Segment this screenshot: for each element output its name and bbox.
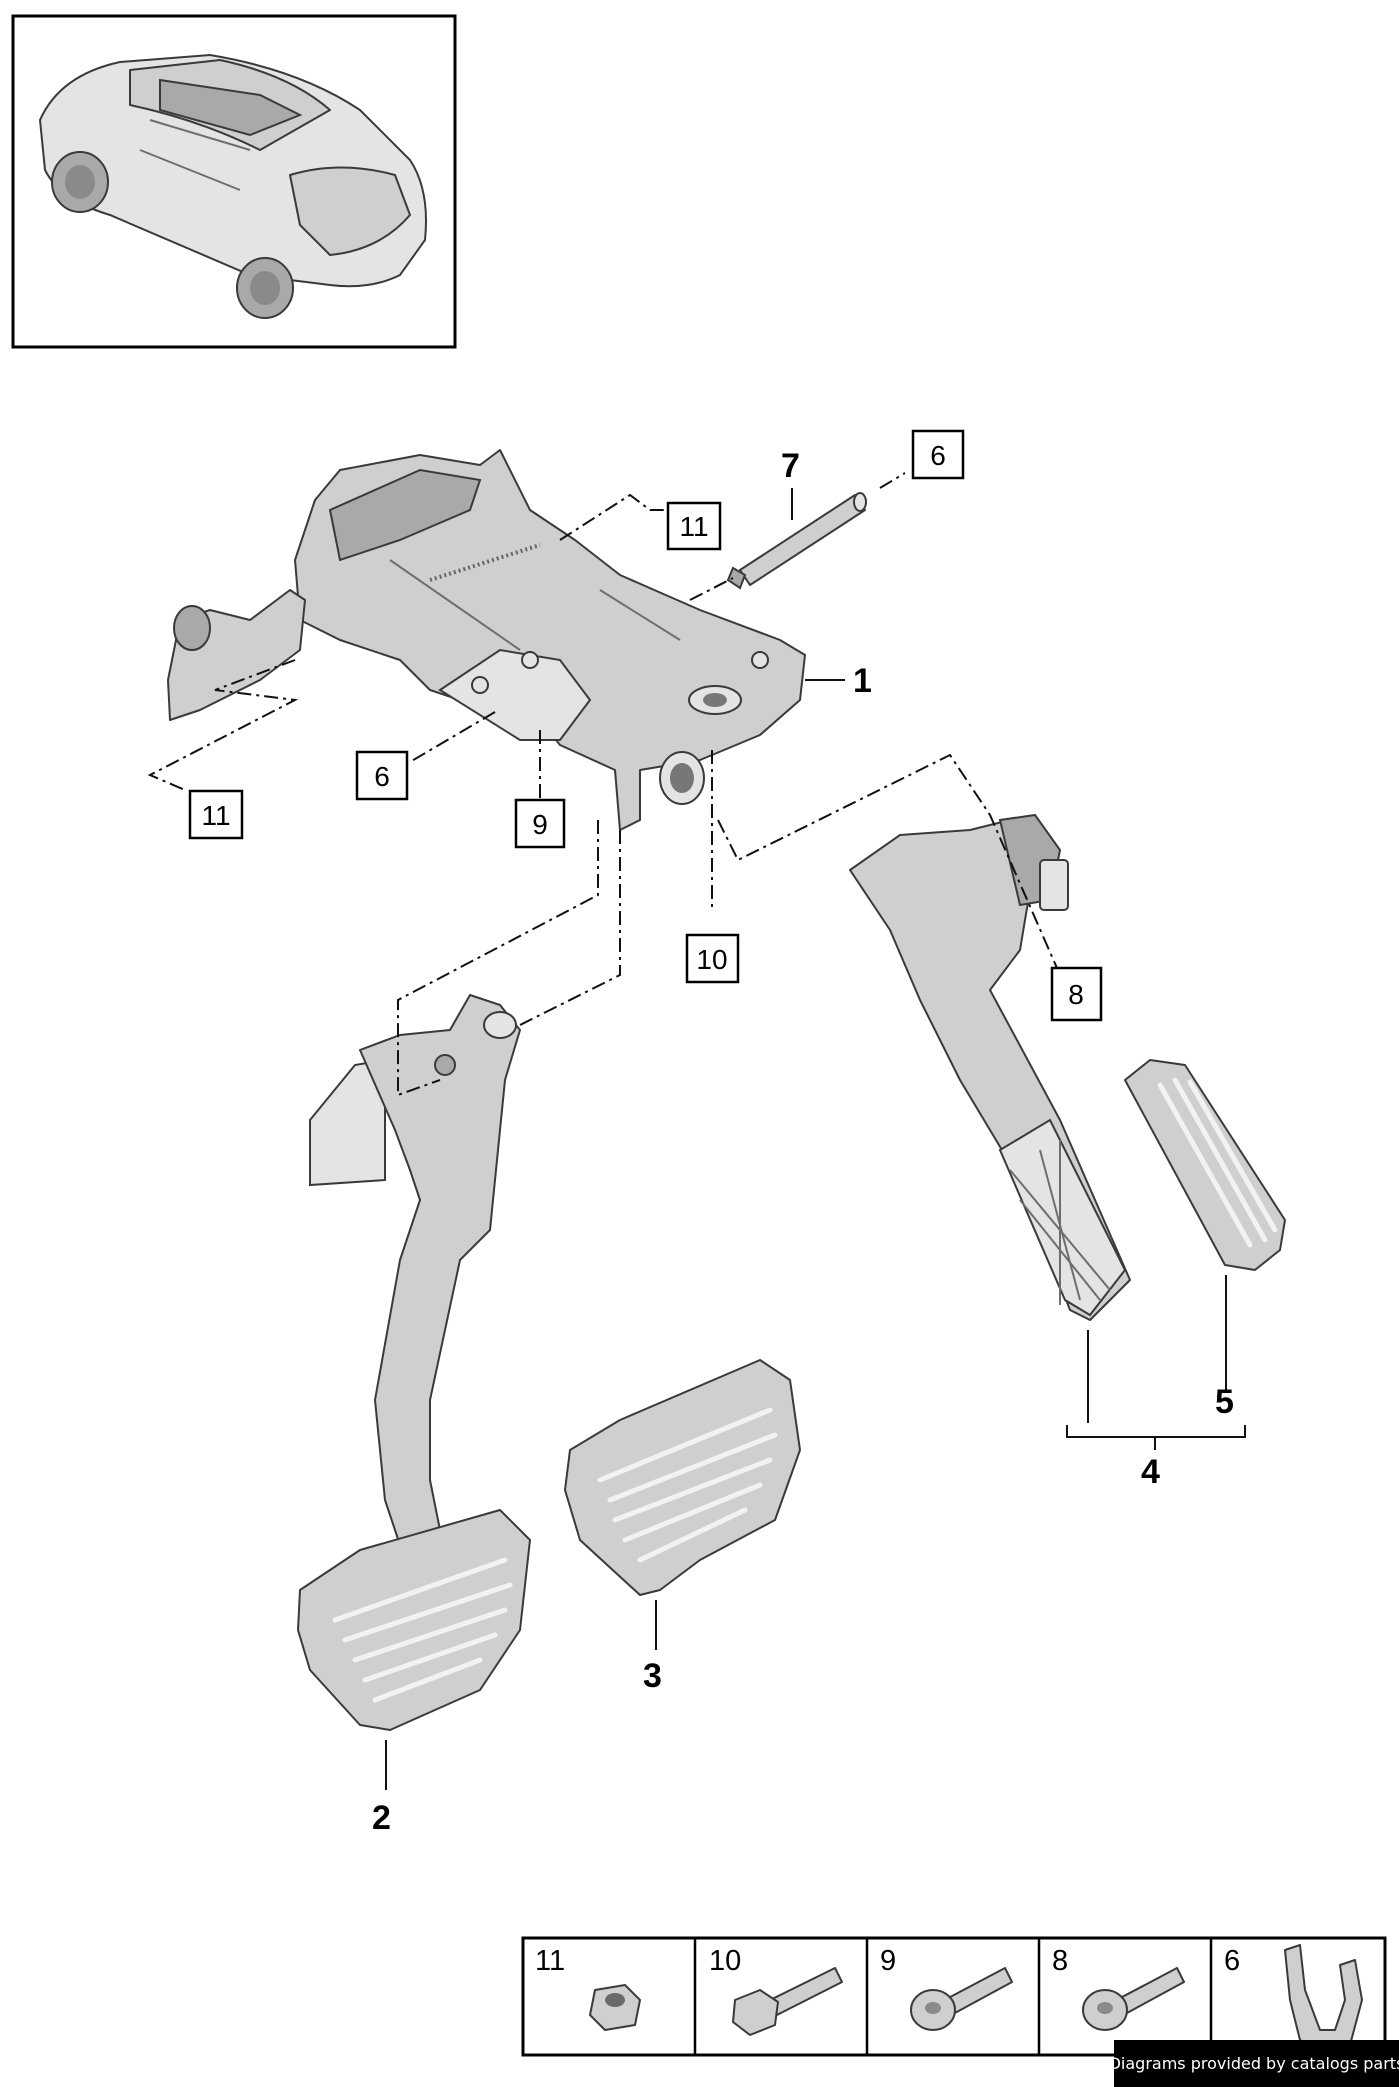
bold-callouts: 1 2 3 4 5 7 bbox=[372, 447, 1234, 1837]
brake-pad-part-3 bbox=[564, 1359, 801, 1596]
vehicle-overview-inset bbox=[11, 14, 457, 349]
callout-1: 1 bbox=[853, 662, 872, 700]
flange-bolt-icon bbox=[1082, 1967, 1185, 2031]
svg-text:6: 6 bbox=[1224, 1945, 1240, 1977]
callout-2: 2 bbox=[372, 1799, 391, 1837]
brake-pedal-part-2 bbox=[297, 994, 531, 1731]
hex-nut-icon bbox=[589, 1984, 641, 2031]
svg-text:8: 8 bbox=[1068, 979, 1084, 1010]
svg-text:11: 11 bbox=[679, 511, 708, 542]
suv-illustration bbox=[38, 53, 427, 319]
assembly-lines bbox=[147, 472, 1061, 1097]
legend-cell-10: 10 bbox=[709, 1945, 843, 2036]
svg-text:9: 9 bbox=[880, 1945, 896, 1977]
boxed-callout-11-top: 11 bbox=[666, 501, 722, 551]
boxed-callout-9: 9 bbox=[514, 798, 566, 849]
svg-text:11: 11 bbox=[535, 1945, 565, 1977]
accelerator-pedal-part-4 bbox=[849, 813, 1131, 1321]
callout-4: 4 bbox=[1141, 1453, 1160, 1491]
svg-text:9: 9 bbox=[532, 809, 548, 840]
fastener-legend: 11 10 9 8 bbox=[521, 1936, 1387, 2057]
legend-cell-11: 11 bbox=[535, 1945, 641, 2031]
legend-cell-8: 8 bbox=[1052, 1945, 1185, 2031]
svg-text:6: 6 bbox=[930, 440, 946, 471]
boxed-callout-11-left: 11 bbox=[188, 789, 244, 840]
svg-text:6: 6 bbox=[374, 761, 390, 792]
svg-text:11: 11 bbox=[201, 800, 230, 831]
boxed-callout-6-left: 6 bbox=[355, 750, 409, 801]
flange-bolt-icon bbox=[910, 1967, 1013, 2031]
svg-text:10: 10 bbox=[696, 944, 727, 975]
hex-bolt-icon bbox=[732, 1967, 843, 2036]
leader-lines bbox=[385, 488, 1246, 1790]
pin-part-7 bbox=[726, 492, 867, 590]
svg-text:10: 10 bbox=[709, 1945, 741, 1977]
legend-cell-9: 9 bbox=[880, 1945, 1013, 2031]
callout-7: 7 bbox=[781, 447, 800, 485]
credit-banner: Diagrams provided by catalogs parts bbox=[1109, 2040, 1399, 2087]
pedal-bracket-part-1 bbox=[167, 449, 806, 831]
callout-3: 3 bbox=[643, 1657, 662, 1695]
boxed-callout-10: 10 bbox=[685, 933, 740, 984]
svg-text:8: 8 bbox=[1052, 1945, 1068, 1977]
boxed-callout-6-top: 6 bbox=[911, 429, 965, 480]
callout-5: 5 bbox=[1215, 1383, 1234, 1421]
boxed-callout-8: 8 bbox=[1050, 966, 1103, 1022]
accelerator-pad-part-5 bbox=[1124, 1059, 1286, 1271]
